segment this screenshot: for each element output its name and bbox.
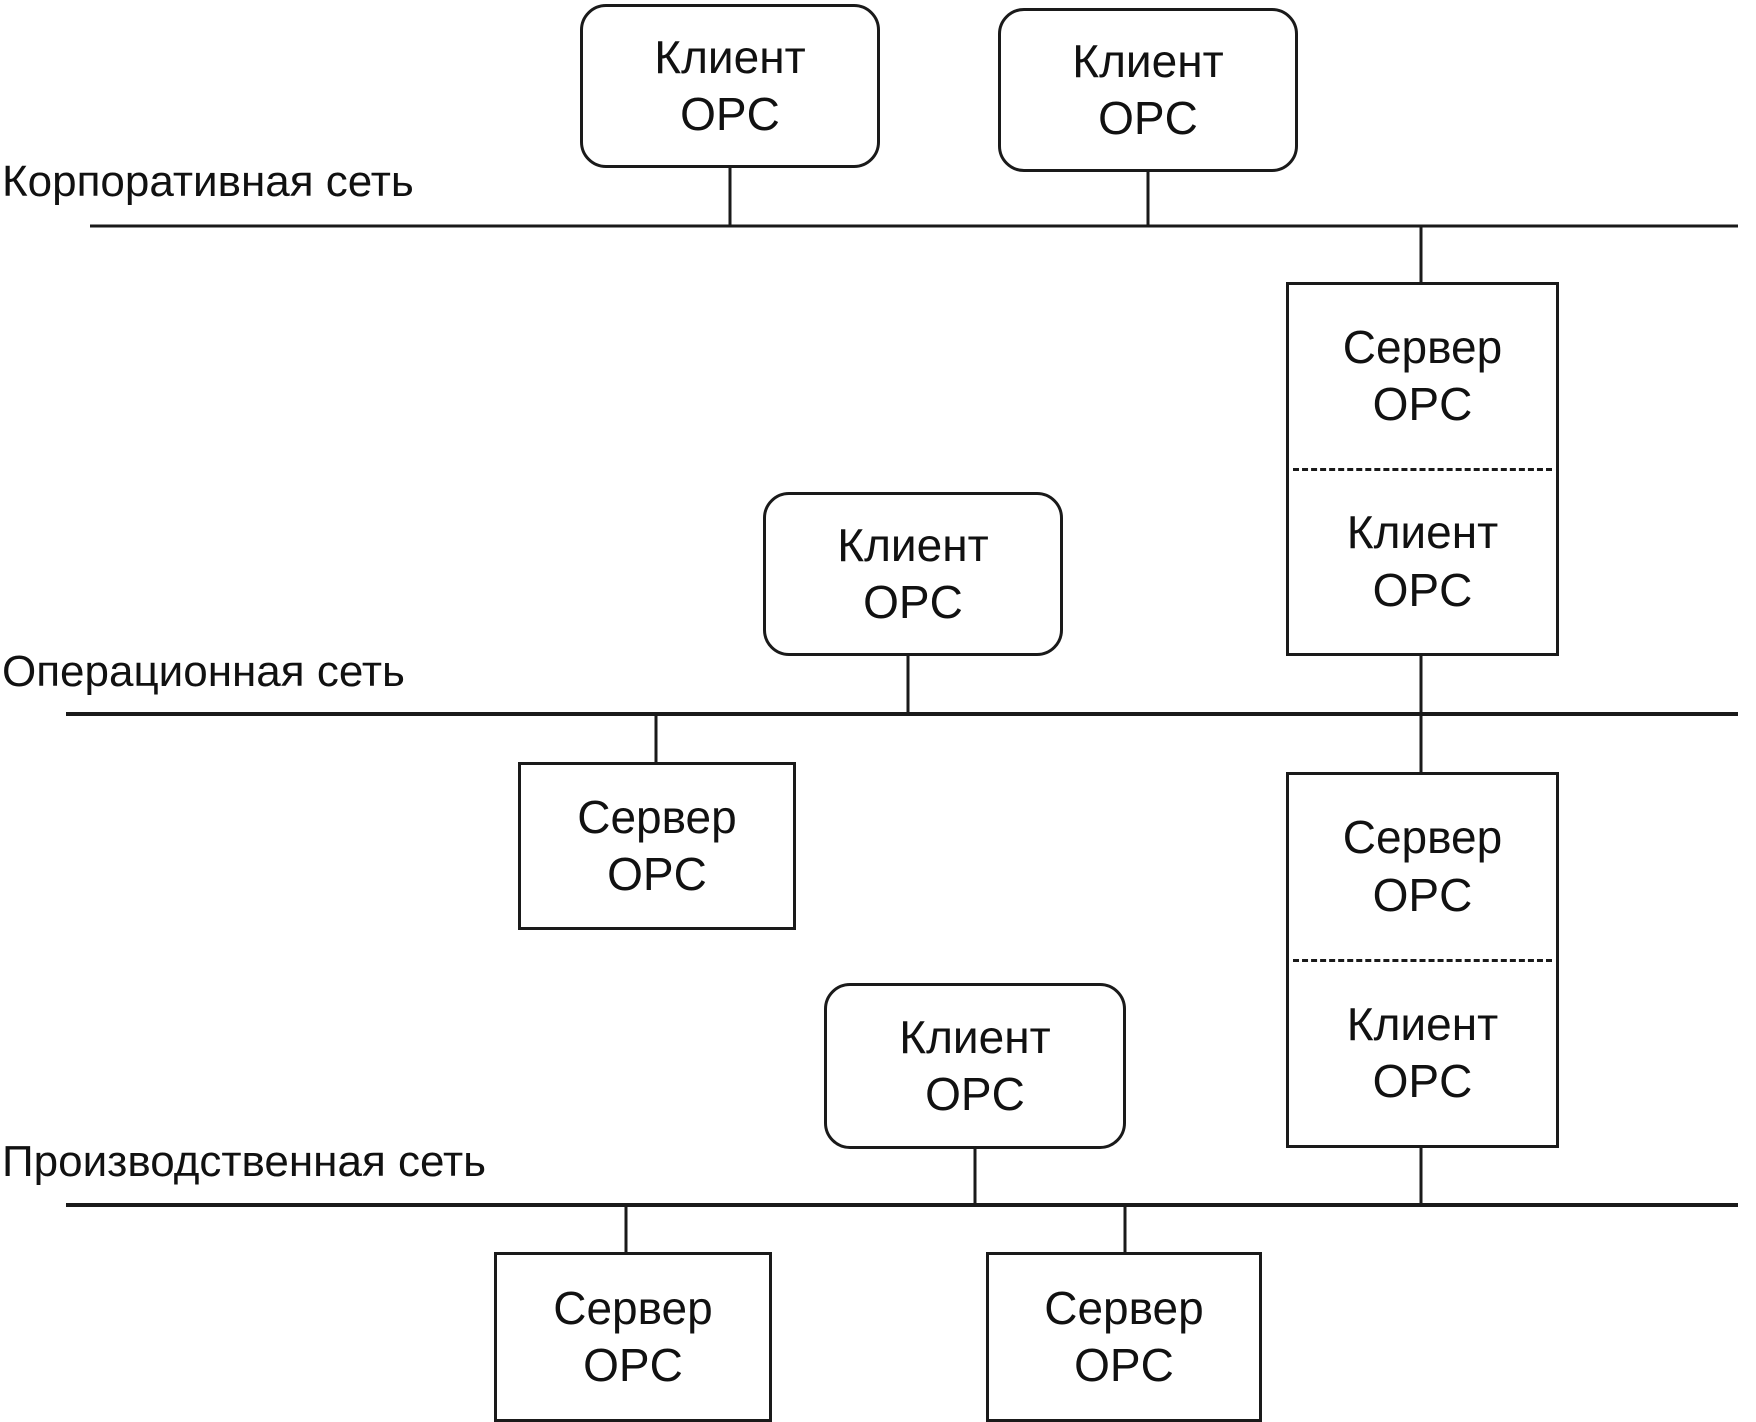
server-label: Сервер <box>1342 320 1503 373</box>
client-protocol: OPC <box>863 576 963 628</box>
server-protocol: OPC <box>583 1339 683 1391</box>
gateway-server-section: Сервер OPC <box>1289 775 1556 959</box>
client-label: Клиент <box>1346 506 1499 559</box>
opc-client-1: Клиент OPC <box>580 4 880 168</box>
opc-server-2: Сервер OPC <box>494 1252 772 1422</box>
opc-client-2: Клиент OPC <box>998 8 1298 172</box>
client-protocol: OPC <box>1098 92 1198 144</box>
server-protocol: OPC <box>1074 1339 1174 1391</box>
opc-client-3: Клиент OPC <box>763 492 1063 656</box>
client-label: Клиент <box>1346 997 1499 1050</box>
client-protocol: OPC <box>1372 1055 1473 1108</box>
opc-server-3: Сервер OPC <box>986 1252 1262 1422</box>
gateway-server-section: Сервер OPC <box>1289 285 1556 468</box>
server-protocol: OPC <box>607 848 707 900</box>
production-network-label: Производственная сеть <box>2 1137 487 1186</box>
server-label: Сервер <box>1342 811 1503 864</box>
client-label: Клиент <box>837 518 989 571</box>
dashed-divider <box>1293 467 1552 471</box>
gateway-client-section: Клиент OPC <box>1289 962 1556 1146</box>
client-protocol: OPC <box>680 88 780 140</box>
client-label: Клиент <box>654 30 806 83</box>
operational-network-label: Операционная сеть <box>2 647 405 696</box>
server-label: Сервер <box>1044 1281 1204 1334</box>
server-label: Сервер <box>577 790 737 843</box>
client-label: Клиент <box>1072 34 1224 87</box>
server-protocol: OPC <box>1372 378 1473 431</box>
server-protocol: OPC <box>1372 868 1473 921</box>
client-protocol: OPC <box>1372 563 1473 616</box>
gateway-client-section: Клиент OPC <box>1289 471 1556 654</box>
opc-gateway-1: Сервер OPC Клиент OPC <box>1286 282 1559 656</box>
opc-server-1: Сервер OPC <box>518 762 796 930</box>
client-label: Клиент <box>899 1010 1051 1063</box>
corporate-network-label: Корпоративная сеть <box>2 157 414 206</box>
opc-gateway-2: Сервер OPC Клиент OPC <box>1286 772 1559 1148</box>
opc-client-4: Клиент OPC <box>824 983 1126 1149</box>
server-label: Сервер <box>553 1281 713 1334</box>
client-protocol: OPC <box>925 1068 1025 1120</box>
dashed-divider <box>1293 958 1552 962</box>
